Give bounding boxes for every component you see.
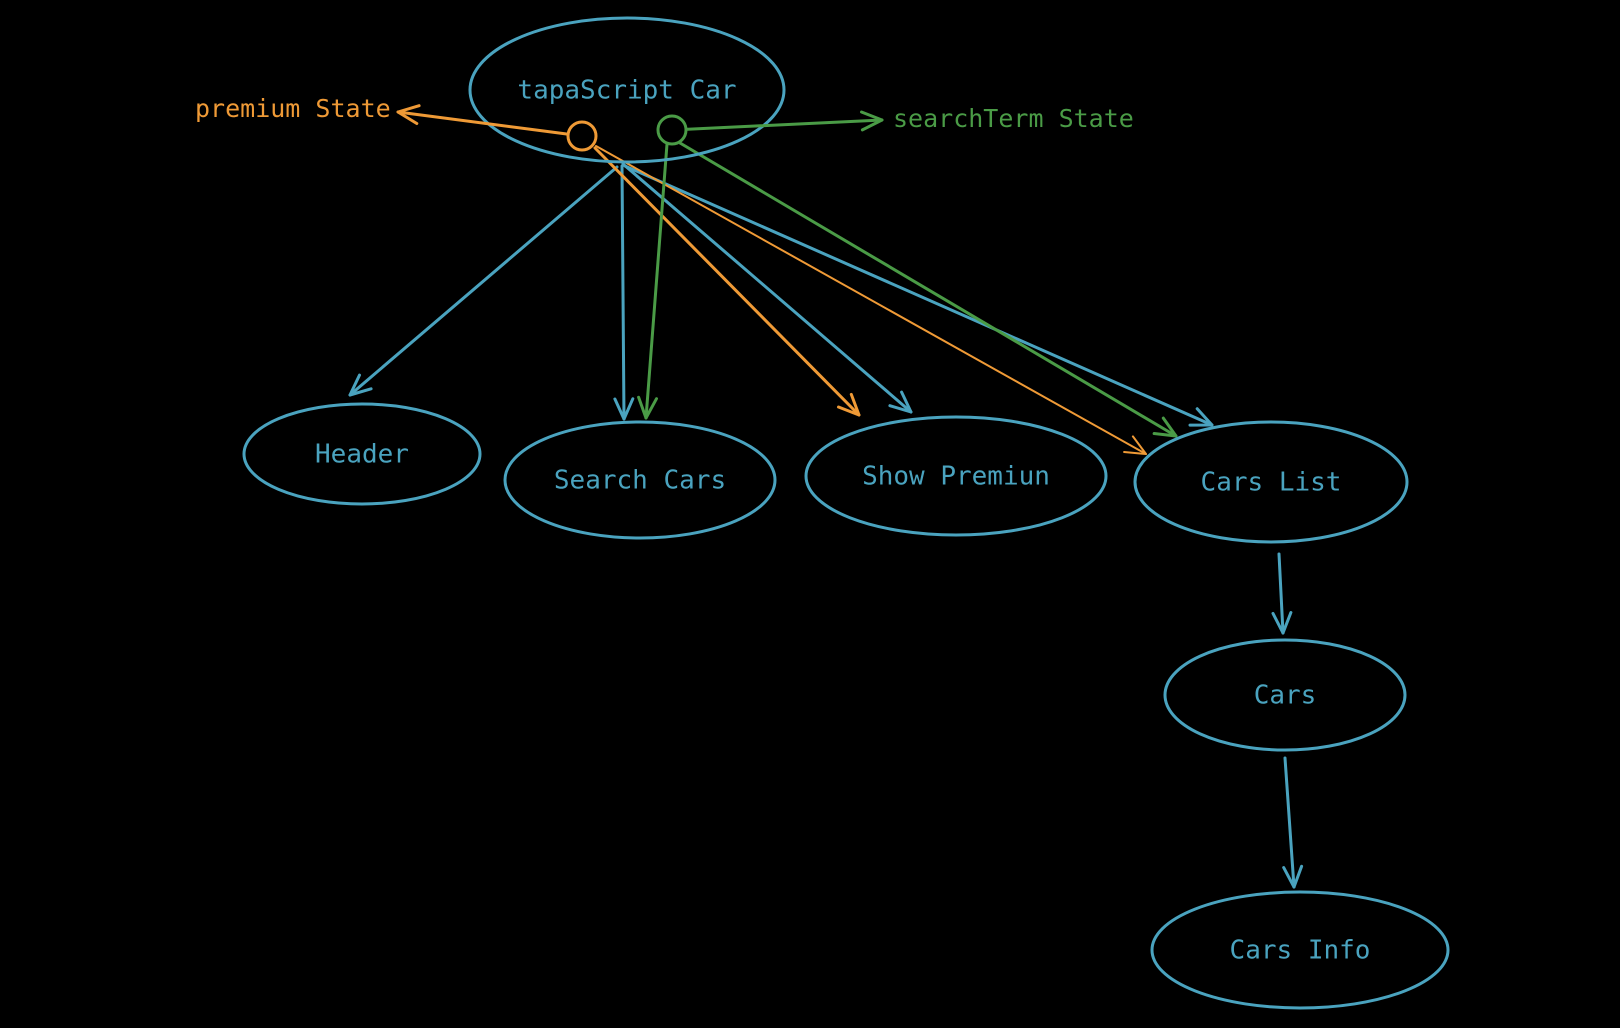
arrowhead-icon bbox=[1282, 864, 1304, 889]
edge-search-state-to-search bbox=[637, 142, 669, 420]
arrowhead-icon bbox=[637, 395, 658, 420]
node-ellipse bbox=[503, 420, 777, 540]
arrowhead-icon bbox=[860, 110, 884, 132]
edge-premium-state-to-premium bbox=[593, 146, 861, 417]
edge-line bbox=[678, 141, 1178, 438]
edge-line bbox=[595, 145, 1147, 455]
node-cars: Cars bbox=[1163, 638, 1407, 752]
state-knob-icon bbox=[656, 114, 688, 146]
node-label: Cars List bbox=[1201, 468, 1342, 498]
state-pointer-line bbox=[396, 110, 584, 138]
edge-line bbox=[620, 164, 626, 421]
edge-line bbox=[621, 162, 913, 414]
edge-line bbox=[623, 164, 1214, 427]
edge-cars-to-info bbox=[1282, 756, 1304, 889]
node-label: Header bbox=[315, 440, 409, 470]
arrowhead-icon bbox=[1188, 407, 1214, 427]
premium-state: premium State bbox=[195, 94, 598, 152]
states-layer: premium State searchTerm State bbox=[195, 94, 1134, 152]
state-knob-icon bbox=[566, 120, 598, 152]
node-ellipse bbox=[1163, 638, 1407, 752]
arrowhead-icon bbox=[396, 104, 421, 125]
node-label: Search Cars bbox=[554, 466, 726, 496]
search-state: searchTerm State bbox=[656, 104, 1134, 146]
arrowhead-icon bbox=[1271, 611, 1293, 635]
arrowhead-icon bbox=[1152, 416, 1178, 438]
edge-app-to-header bbox=[348, 165, 619, 397]
node-label: Cars bbox=[1254, 681, 1317, 711]
edge-premium-state-to-list bbox=[595, 145, 1147, 455]
arrowhead-icon bbox=[348, 373, 373, 397]
state-pointer-line bbox=[670, 118, 884, 132]
edge-app-to-search bbox=[613, 164, 635, 421]
node-ellipse bbox=[468, 16, 786, 164]
edge-line bbox=[644, 142, 669, 420]
node-header: Header bbox=[242, 402, 482, 506]
edge-list-to-cars bbox=[1271, 552, 1293, 635]
state-label: premium State bbox=[195, 94, 391, 123]
node-ellipse bbox=[1150, 890, 1450, 1010]
edge-line bbox=[593, 146, 861, 417]
arrowhead-icon bbox=[837, 392, 861, 417]
arrowhead-icon bbox=[613, 397, 635, 421]
node-info: Cars Info bbox=[1150, 890, 1450, 1010]
edge-app-to-list bbox=[623, 164, 1214, 427]
node-label: Show Premiun bbox=[862, 462, 1050, 492]
edge-line bbox=[348, 165, 619, 397]
node-label: tapaScript Car bbox=[517, 76, 736, 106]
arrowhead-icon bbox=[1123, 435, 1147, 455]
edge-search-state-to-list bbox=[678, 141, 1178, 438]
node-ellipse bbox=[1133, 420, 1409, 544]
node-search: Search Cars bbox=[503, 420, 777, 540]
edges-layer bbox=[348, 141, 1304, 889]
node-ellipse bbox=[804, 415, 1108, 537]
edge-line bbox=[1277, 552, 1285, 635]
node-ellipse bbox=[242, 402, 482, 506]
node-label: Cars Info bbox=[1230, 936, 1371, 966]
arrowhead-icon bbox=[888, 390, 913, 414]
state-label: searchTerm State bbox=[893, 104, 1134, 133]
edge-app-to-premium bbox=[621, 162, 913, 414]
node-list: Cars List bbox=[1133, 420, 1409, 544]
node-app: tapaScript Car bbox=[468, 16, 786, 164]
edge-line bbox=[1283, 756, 1296, 889]
node-premium: Show Premiun bbox=[804, 415, 1108, 537]
